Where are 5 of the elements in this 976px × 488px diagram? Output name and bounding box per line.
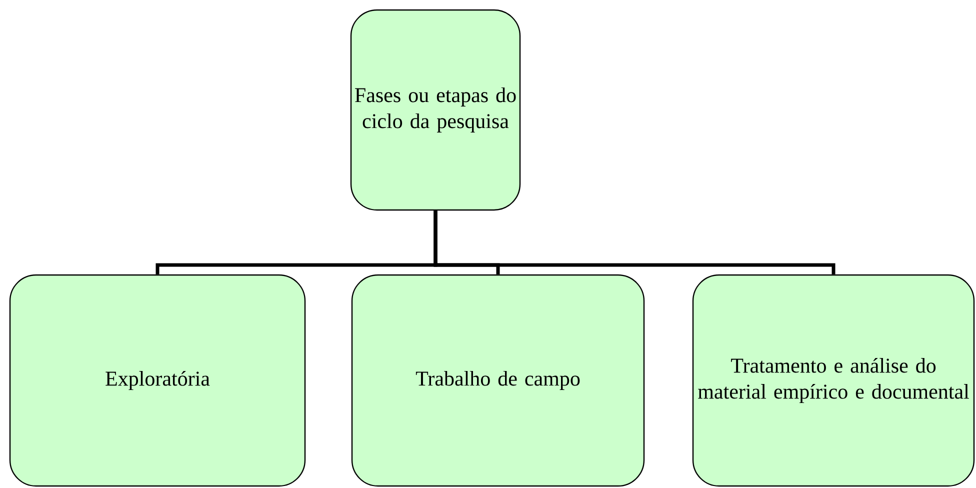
connector-line	[434, 210, 836, 274]
rounded-box: Trabalho de campo	[351, 274, 645, 487]
rounded-box: Tratamento e análise do material empírico e documental	[692, 274, 975, 487]
rounded-box: Exploratória	[9, 274, 306, 487]
rounded-box: Fases ou etapas do ciclo da pesquisa	[350, 9, 521, 211]
